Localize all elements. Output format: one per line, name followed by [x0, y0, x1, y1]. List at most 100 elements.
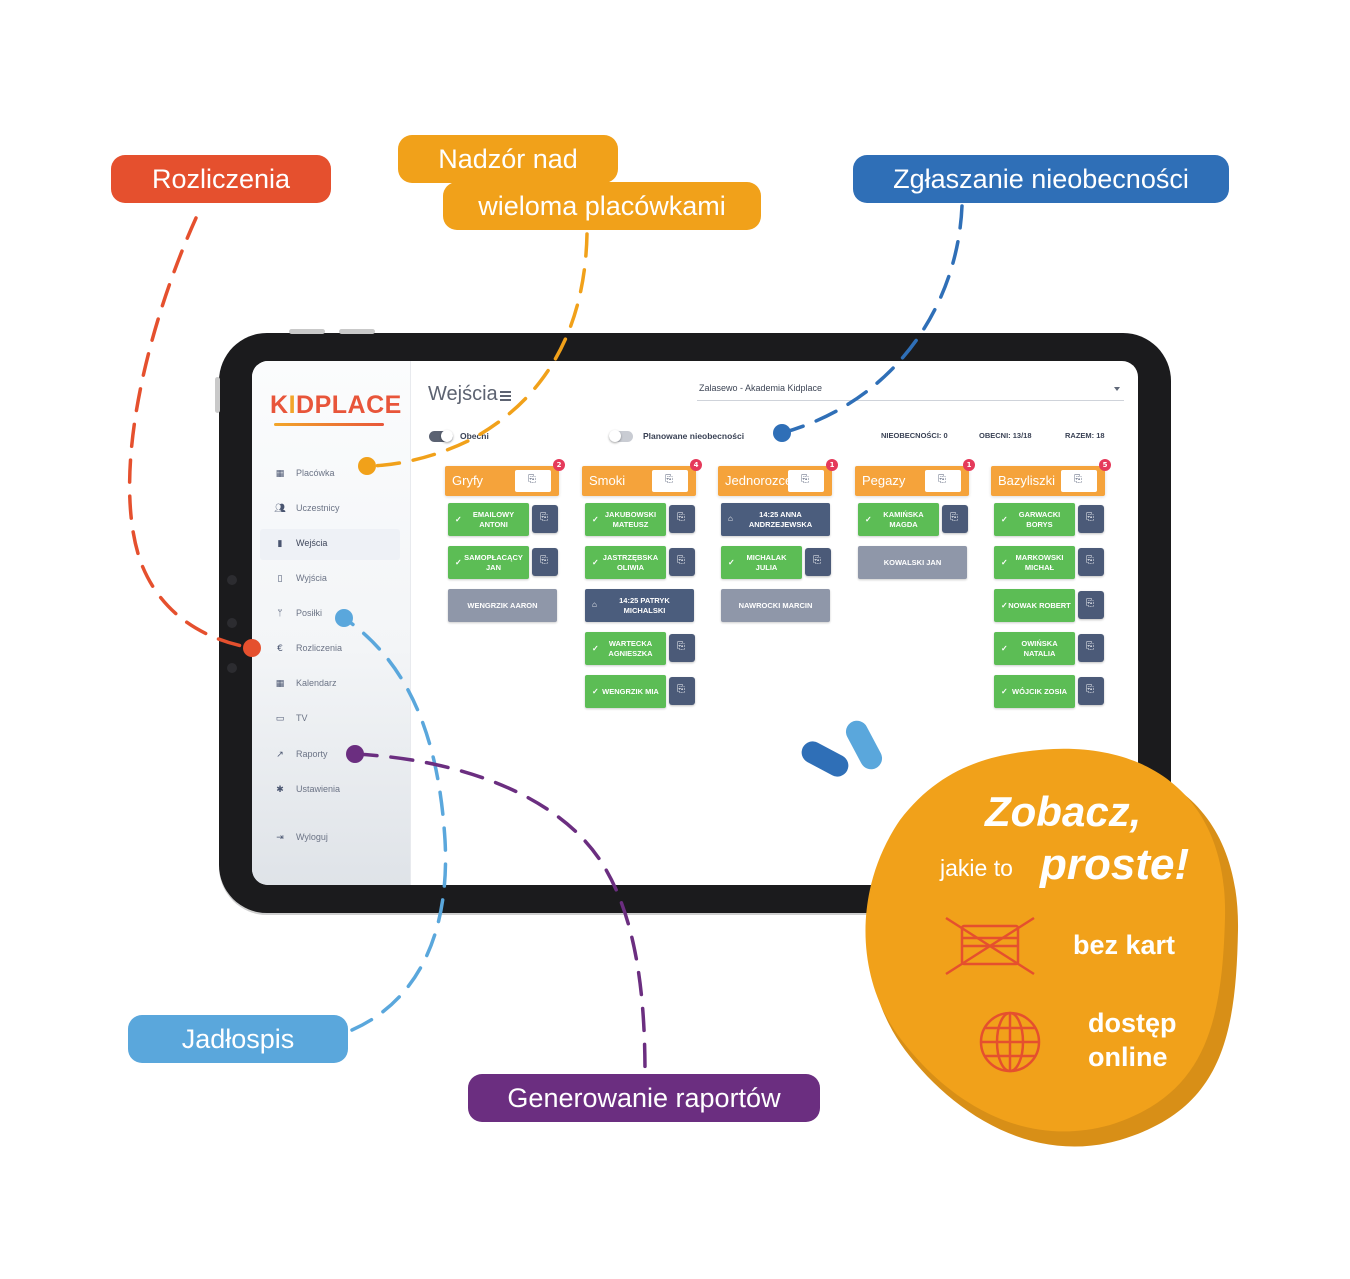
- child-row: ✓WÓJCIK ZOSIA: [991, 675, 1105, 708]
- sidebar-item-wyloguj[interactable]: ⇥ Wyloguj: [260, 823, 400, 854]
- group-header[interactable]: Smoki4: [582, 459, 702, 496]
- door-exit-button[interactable]: [1078, 505, 1104, 533]
- child-name: 14:25 ANNA ANDRZEJEWSKA: [748, 509, 813, 529]
- planned-absences-toggle[interactable]: [609, 430, 633, 442]
- label-nadzor-line1: Nadzór nad: [398, 135, 618, 183]
- door-exit-button[interactable]: [1078, 634, 1104, 662]
- connector-dot: [358, 457, 376, 475]
- group-header[interactable]: Bazyliszki5: [991, 459, 1111, 496]
- door-exit-button[interactable]: [669, 634, 695, 662]
- door-exit-button[interactable]: [1078, 548, 1104, 576]
- facility-select[interactable]: Zalasewo - Akademia Kidplace: [697, 382, 1124, 401]
- child-row: ✓GARWACKI BORYS: [991, 503, 1105, 536]
- child-row: NAWROCKI MARCIN: [718, 589, 832, 622]
- door-exit-button[interactable]: [1078, 591, 1104, 619]
- stat-total: RAZEM: 18: [1065, 431, 1105, 440]
- cutlery-icon: ᛘ: [277, 609, 283, 619]
- feature-online-line2: online: [1088, 1042, 1168, 1072]
- logout-icon: ⇥: [276, 833, 284, 843]
- child-name: NAWROCKI MARCIN: [738, 600, 813, 610]
- group-door-button[interactable]: [788, 470, 824, 492]
- child-card[interactable]: ⌂14:25 ANNA ANDRZEJEWSKA: [721, 503, 830, 536]
- child-row: ✓WENGRZIK MIA: [582, 675, 696, 708]
- tablet-button: [289, 329, 325, 334]
- child-row: ✓OWIŃSKA NATALIA: [991, 632, 1105, 665]
- sidebar-item-rozliczenia[interactable]: € Rozliczenia: [260, 634, 400, 665]
- door-exit-button[interactable]: [669, 505, 695, 533]
- child-name: OWIŃSKA NATALIA: [1021, 638, 1058, 658]
- group-door-button[interactable]: [1061, 470, 1097, 492]
- kidplace-logo: KIDPLACE: [270, 391, 402, 419]
- child-card[interactable]: ⌂14:25 PATRYK MICHALSKI: [585, 589, 694, 622]
- child-card[interactable]: KOWALSKI JAN: [858, 546, 967, 579]
- group-column: Jednorozce 1 ⌂14:25 ANNA ANDRZEJEWSKA ✓MICH…: [718, 459, 838, 622]
- promo-headline: Zobacz,: [985, 788, 1142, 835]
- sidebar-item-placowka[interactable]: ▦ Placówka: [275, 468, 335, 479]
- door-exit-button[interactable]: [669, 548, 695, 576]
- sidebar-item-raporty[interactable]: ↗ Raporty: [260, 740, 400, 771]
- child-card[interactable]: WENGRZIK AARON: [448, 589, 557, 622]
- child-row: KOWALSKI JAN: [855, 546, 969, 579]
- toggle-knob: [441, 430, 453, 442]
- door-exit-button[interactable]: [532, 505, 558, 533]
- sidebar-item-uczestnicy[interactable]: 👥︎ Uczestnicy: [274, 503, 340, 514]
- child-card[interactable]: ✓GARWACKI BORYS: [994, 503, 1075, 536]
- child-card[interactable]: ✓JASTRZĘBSKA OLIWIA: [585, 546, 666, 579]
- child-card[interactable]: ✓OWIŃSKA NATALIA: [994, 632, 1075, 665]
- group-badge: 4: [690, 459, 702, 471]
- group-header[interactable]: Pegazy1: [855, 459, 975, 496]
- group-door-button[interactable]: [925, 470, 961, 492]
- check-icon: ✓: [455, 558, 462, 567]
- child-card[interactable]: ✓EMAILOWY ANTONI: [448, 503, 529, 536]
- child-card[interactable]: ✓SAMOPŁACĄCY JAN: [448, 546, 529, 579]
- group-badge: 1: [826, 459, 838, 471]
- present-toggle[interactable]: [429, 430, 453, 442]
- group-name: Jednorozce: [725, 473, 793, 488]
- sidebar-item-tv[interactable]: ▭ TV: [275, 713, 308, 724]
- child-card[interactable]: ✓WÓJCIK ZOSIA: [994, 675, 1075, 708]
- euro-icon: €: [277, 644, 283, 654]
- label-nadzor-line2: wieloma placówkami: [443, 182, 761, 230]
- child-card[interactable]: ✓JAKUBOWSKI MATEUSZ: [585, 503, 666, 536]
- child-name: EMAILOWY ANTONI: [472, 509, 515, 529]
- child-card[interactable]: ✓WARTECKA AGNIESZKA: [585, 632, 666, 665]
- people-icon: 👥︎: [274, 504, 286, 514]
- child-card[interactable]: ✓WENGRZIK MIA: [585, 675, 666, 708]
- sidebar-item-wejscia[interactable]: ▮ Wejścia: [260, 529, 400, 560]
- check-icon: ✓: [592, 558, 599, 567]
- tablet-button: [339, 329, 375, 334]
- child-card[interactable]: ✓NOWAK ROBERT: [994, 589, 1075, 622]
- sidebar-item-posilki[interactable]: ᛘ Posiłki: [260, 599, 400, 630]
- tv-icon: ▭: [275, 714, 285, 724]
- tablet-device: KIDPLACE ▦ Placówka 👥︎ Uczestnicy ▮ Wejś…: [215, 329, 1171, 913]
- child-row: ⌂14:25 PATRYK MICHALSKI: [582, 589, 696, 622]
- child-card[interactable]: ✓MARKOWSKI MICHAŁ: [994, 546, 1075, 579]
- group-header[interactable]: Gryfy2: [445, 459, 565, 496]
- door-exit-button[interactable]: [1078, 677, 1104, 705]
- door-exit-button[interactable]: [805, 548, 831, 576]
- door-exit-button[interactable]: [532, 548, 558, 576]
- child-row: WENGRZIK AARON: [445, 589, 559, 622]
- sidebar-item-kalendarz[interactable]: ▦ Kalendarz: [275, 678, 337, 689]
- label-rozliczenia: Rozliczenia: [111, 155, 331, 203]
- sidebar: KIDPLACE ▦ Placówka 👥︎ Uczestnicy ▮ Wejś…: [252, 361, 411, 885]
- sidebar-item-ustawienia[interactable]: ✱ Ustawienia: [260, 775, 400, 806]
- connector-dot: [243, 639, 261, 657]
- child-card[interactable]: NAWROCKI MARCIN: [721, 589, 830, 622]
- door-in-icon: ▮: [277, 539, 283, 549]
- child-name: KOWALSKI JAN: [883, 557, 942, 567]
- feature-online-line1: dostęp: [1088, 1008, 1177, 1038]
- tablet-camera: [227, 575, 237, 585]
- child-name: WARTECKA AGNIESZKA: [608, 638, 653, 658]
- door-exit-button[interactable]: [942, 505, 968, 533]
- menu-icon[interactable]: [500, 391, 511, 403]
- child-card[interactable]: ✓KAMIŃSKA MAGDA: [858, 503, 939, 536]
- child-name: KAMIŃSKA MAGDA: [883, 509, 924, 529]
- child-name: GARWACKI BORYS: [1018, 509, 1061, 529]
- child-card[interactable]: ✓MICHALAK JULIA: [721, 546, 802, 579]
- group-door-button[interactable]: [652, 470, 688, 492]
- door-exit-button[interactable]: [669, 677, 695, 705]
- group-header[interactable]: Jednorozce 1: [718, 459, 838, 496]
- group-door-button[interactable]: [515, 470, 551, 492]
- sidebar-item-wyjscia[interactable]: ▯ Wyjścia: [260, 564, 400, 595]
